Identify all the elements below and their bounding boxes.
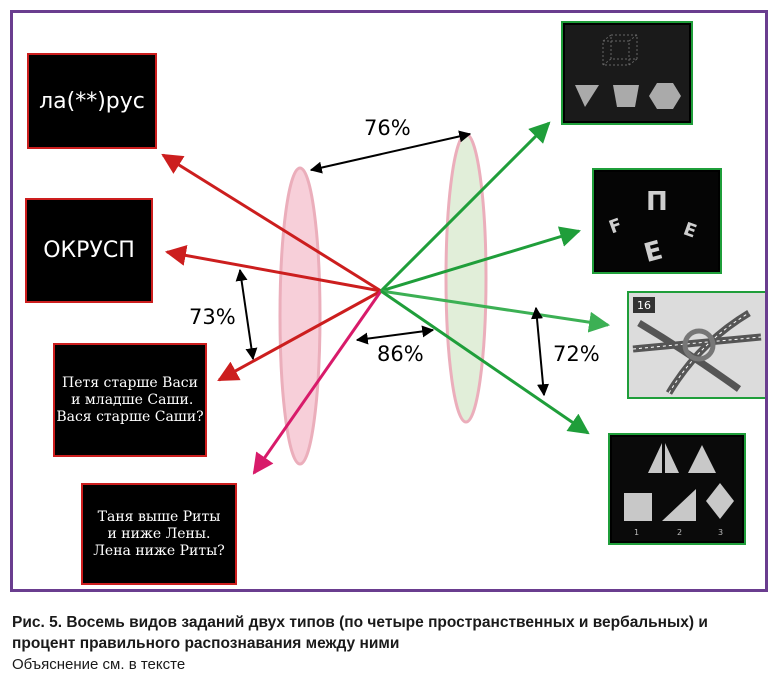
diagram-canvas (161, 121, 611, 475)
hexagon-shape-icon (649, 83, 681, 109)
verbal-group-ellipse (278, 166, 322, 466)
diamond-shape-icon (706, 483, 734, 519)
syllogism-1-text: Петя старше Васи и младше Саши. Вася ста… (56, 374, 204, 425)
double-arrow-center (355, 325, 435, 345)
verbal-task-syllogism-1: Петя старше Васи и младше Саши. Вася ста… (53, 343, 207, 457)
figure-caption-title: Рис. 5. Восемь видов заданий двух типов … (12, 614, 708, 652)
double-arrow-spatial-pair (531, 306, 549, 397)
option-label: 2 (677, 528, 682, 537)
double-arrow-verbal-pair (235, 268, 258, 361)
ray-to-anagram-partial (161, 153, 382, 293)
split-triangle-icon (648, 443, 662, 473)
spatial-group-ellipse (444, 132, 488, 424)
anagram-partial-text: ла(**)рус (39, 88, 145, 114)
percent-verbal-pair: 73% (189, 305, 236, 329)
ray-to-shape-assembly (380, 289, 590, 435)
percent-spatial-pair: 72% (553, 342, 600, 366)
verbal-task-syllogism-2: Таня выше Риты и ниже Лены. Лена ниже Ри… (81, 483, 237, 585)
percent-center: 86% (377, 342, 424, 366)
verbal-task-anagram-partial: ла(**)рус (27, 53, 157, 149)
ray-to-rotated-letters (380, 226, 582, 293)
spatial-task-road-interchange: 16 (627, 291, 765, 399)
ray-to-syllogism-2 (252, 290, 383, 475)
rotated-letters-image: П F Е Е (596, 172, 718, 270)
ray-to-anagram (164, 245, 382, 293)
option-label: 3 (718, 528, 723, 537)
figure-caption-note: Объяснение см. в тексте (12, 656, 186, 673)
double-arrow-top (309, 130, 472, 174)
shape-assembly-image: 1 2 3 (612, 437, 742, 541)
anagram-text: ОКРУСП (43, 238, 135, 263)
verbal-task-anagram: ОКРУСП (25, 198, 153, 303)
spatial-task-shape-assembly: 1 2 3 (608, 433, 746, 545)
triangle-shape-icon (575, 85, 599, 107)
trapezoid-shape-icon (613, 85, 639, 107)
ray-to-road-interchange (380, 289, 611, 333)
cube-shapes-image (565, 25, 689, 121)
option-label: 1 (634, 528, 639, 537)
syllogism-2-text: Таня выше Риты и ниже Лены. Лена ниже Ри… (93, 508, 225, 559)
percent-top: 76% (364, 116, 411, 140)
ray-to-syllogism-1 (217, 289, 382, 382)
right-triangle-shape-icon (662, 489, 696, 521)
figure-frame: ла(**)рус ОКРУСП Петя старше Васи и млад… (10, 10, 768, 592)
spatial-task-rotated-letters: П F Е Е (592, 168, 722, 274)
triangle-shape-icon (688, 445, 716, 473)
split-triangle-icon (665, 443, 679, 473)
road-interchange-badge: 16 (637, 299, 651, 312)
ray-to-cube-shapes (379, 121, 551, 293)
letter-shape-icon: П (646, 187, 668, 217)
road-interchange-image: 16 (629, 293, 765, 397)
spatial-task-cube-shapes (561, 21, 693, 125)
square-shape-icon (624, 493, 652, 521)
